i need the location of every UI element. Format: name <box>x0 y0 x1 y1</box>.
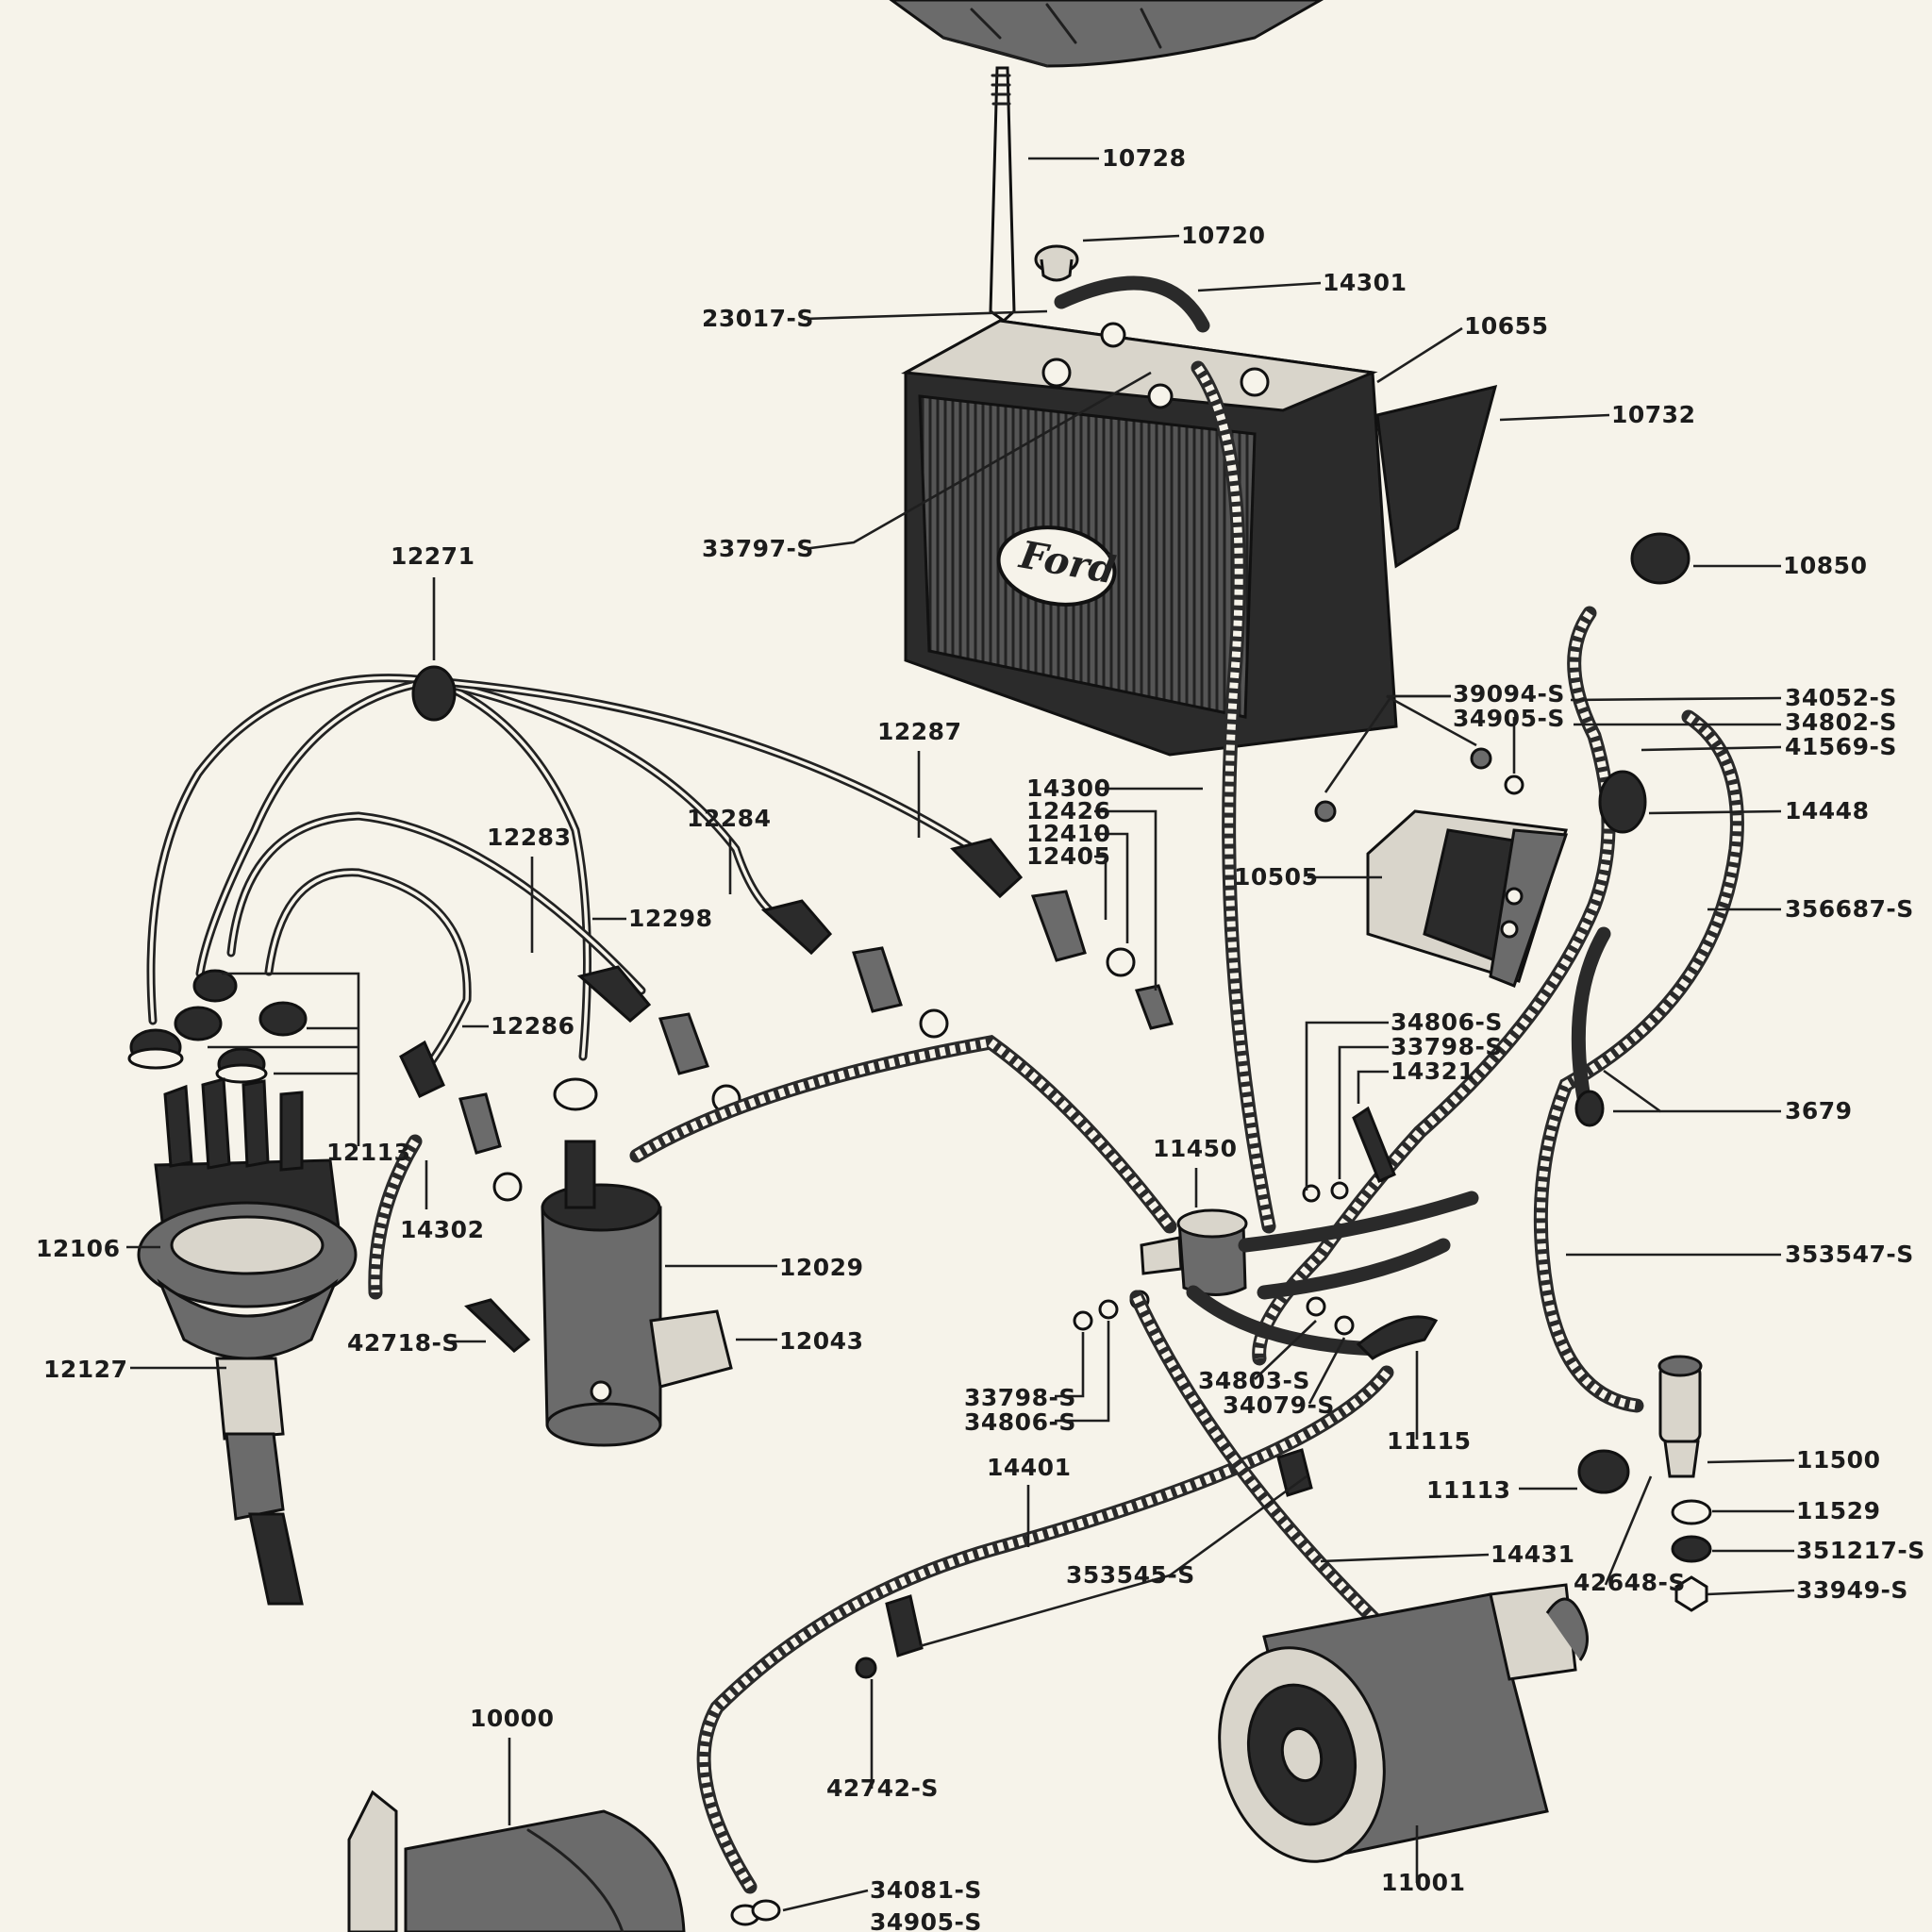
part-label-c12284: 12284 <box>687 805 771 832</box>
part-label-c34079S: 34079-S <box>1223 1391 1335 1419</box>
part-label-c14321: 14321 <box>1391 1058 1474 1085</box>
part-label-c12298: 12298 <box>628 905 712 932</box>
part-label-c33798S_1: 33798-S <box>1391 1033 1503 1060</box>
ignition-switch-part <box>1577 1355 1712 1612</box>
part-label-c12127: 12127 <box>43 1356 127 1383</box>
part-label-c14448: 14448 <box>1785 797 1869 824</box>
ignition-coil-part <box>541 1077 733 1447</box>
part-label-c39094S: 39094-S <box>1453 680 1565 708</box>
part-label-c12043: 12043 <box>779 1327 863 1355</box>
part-label-c11001: 11001 <box>1381 1869 1465 1896</box>
part-label-c41569S: 41569-S <box>1785 733 1897 760</box>
part-label-c11500: 11500 <box>1796 1446 1880 1474</box>
part-label-c11450: 11450 <box>1153 1135 1237 1162</box>
part-label-c12029: 12029 <box>779 1254 863 1281</box>
part-label-c34806S_2: 34806-S <box>964 1408 1076 1436</box>
part-label-c356687S: 356687-S <box>1785 895 1914 923</box>
harness-connector <box>1598 770 1647 834</box>
part-label-c12286: 12286 <box>491 1012 575 1040</box>
part-label-c12405: 12405 <box>1026 842 1110 870</box>
part-label-c34905S_2: 34905-S <box>870 1908 982 1932</box>
generator-part <box>1218 1583 1589 1863</box>
part-label-c10000: 10000 <box>470 1705 554 1732</box>
plug-terminals <box>399 838 1024 1099</box>
hood-panel-part <box>889 0 1324 68</box>
part-label-c12271: 12271 <box>391 542 475 570</box>
part-label-c23017S: 23017-S <box>702 305 814 332</box>
part-label-c34806S_1: 34806-S <box>1391 1008 1503 1036</box>
battery-part: Ford <box>901 319 1498 757</box>
part-number-labels: 10728 10720 14301 23017-S 10655 10732 33797-S 1… <box>36 144 1925 1932</box>
screw-part <box>1314 800 1337 823</box>
part-label-c12283: 12283 <box>487 824 571 851</box>
part-label-c14301: 14301 <box>1323 269 1407 296</box>
part-label-c11113: 11113 <box>1426 1476 1510 1504</box>
part-label-c33797S: 33797-S <box>702 535 814 562</box>
part-label-c14302: 14302 <box>400 1216 484 1243</box>
terminal-nuts <box>127 969 308 1084</box>
part-label-c42742S: 42742-S <box>826 1774 939 1802</box>
part-label-c33798S_2: 33798-S <box>964 1384 1076 1411</box>
part-label-c10728: 10728 <box>1102 144 1186 172</box>
starter-motor-part <box>347 1790 686 1932</box>
part-label-c34052S: 34052-S <box>1785 684 1897 711</box>
part-label-c353547S: 353547-S <box>1785 1241 1914 1268</box>
filler-cap-part <box>1034 244 1079 282</box>
part-label-c12106: 12106 <box>36 1235 120 1262</box>
wiring-harness-part <box>1252 606 1744 1413</box>
hold-down-rod-part <box>989 66 1016 323</box>
part-label-c11115: 11115 <box>1387 1427 1471 1455</box>
part-label-c10732: 10732 <box>1611 401 1695 428</box>
part-label-c14300: 14300 <box>1026 774 1110 802</box>
spark-plugs <box>458 890 1174 1202</box>
part-label-c10505: 10505 <box>1234 863 1318 891</box>
part-label-c10720: 10720 <box>1181 222 1265 249</box>
part-label-c10655: 10655 <box>1464 312 1548 340</box>
leader-lines <box>126 157 1795 1912</box>
bolt-part <box>464 1298 531 1353</box>
part-label-c34905S_1: 34905-S <box>1453 705 1565 732</box>
part-label-c12426: 12426 <box>1026 797 1110 824</box>
starter-solenoid-part <box>1140 1208 1248 1296</box>
part-label-c34803S: 34803-S <box>1198 1367 1310 1394</box>
dome-cap-part <box>1630 532 1690 585</box>
part-label-c42648S: 42648-S <box>1574 1569 1686 1596</box>
part-label-c14431: 14431 <box>1491 1541 1574 1568</box>
part-label-c42718S: 42718-S <box>347 1329 459 1357</box>
part-label-c12287: 12287 <box>877 718 961 745</box>
part-label-c3679: 3679 <box>1785 1097 1853 1124</box>
voltage-regulator-part <box>1366 809 1569 988</box>
distributor-part <box>137 1077 358 1606</box>
connector-part <box>1356 1315 1439 1360</box>
part-label-c34802S: 34802-S <box>1785 708 1897 736</box>
part-label-c14401: 14401 <box>987 1454 1071 1481</box>
part-label-c34081S: 34081-S <box>870 1876 982 1904</box>
part-label-c351217S: 351217-S <box>1796 1537 1925 1564</box>
part-label-c33949S: 33949-S <box>1796 1576 1908 1604</box>
part-label-c11529: 11529 <box>1796 1497 1880 1524</box>
part-label-c353545S: 353545-S <box>1066 1561 1195 1589</box>
part-label-c12113: 12113 <box>326 1139 410 1166</box>
part-label-c12410: 12410 <box>1026 820 1110 847</box>
part-label-c10850: 10850 <box>1783 552 1867 579</box>
